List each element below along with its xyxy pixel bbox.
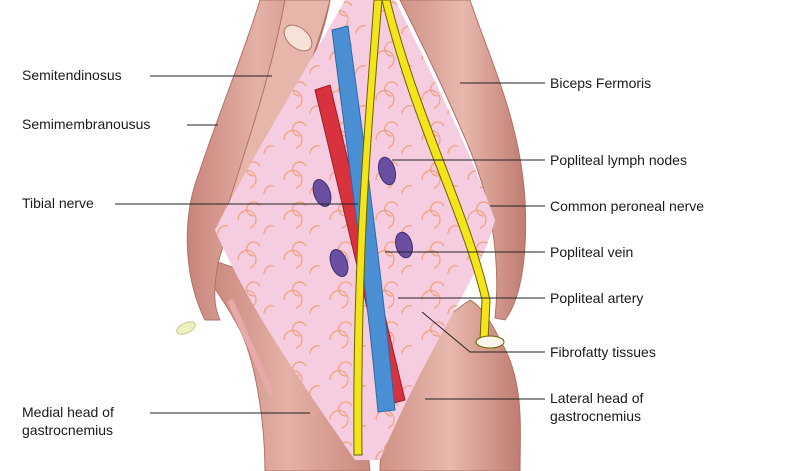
label-popliteal-lymph-nodes: Popliteal lymph nodes bbox=[550, 152, 687, 168]
label-semimembranosus: Semimembranousus bbox=[22, 116, 151, 132]
biceps-femoris-shape bbox=[399, 0, 527, 321]
label-medial-head-line2: gastrocnemius bbox=[22, 422, 114, 438]
label-popliteal-artery: Popliteal artery bbox=[550, 290, 644, 306]
label-fibrofatty-tissues: Fibrofatty tissues bbox=[550, 344, 656, 360]
label-biceps-femoris: Biceps Fermoris bbox=[550, 75, 652, 91]
semitendinosus-cut-end bbox=[283, 24, 313, 52]
label-medial-head-line1: Medial head of bbox=[22, 404, 114, 420]
label-semitendinosus: Semitendinosus bbox=[22, 67, 122, 83]
label-lateral-head-line2: gastrocnemius bbox=[550, 408, 642, 424]
leader-fibrofatty bbox=[421, 311, 545, 353]
lymph-node-3 bbox=[395, 231, 413, 259]
label-popliteal-vein: Popliteal vein bbox=[550, 244, 634, 260]
label-common-peroneal-nerve: Common peroneal nerve bbox=[550, 198, 705, 214]
leader-lines bbox=[115, 75, 545, 414]
tibial-nerve-shape bbox=[353, 0, 383, 456]
label-lateral-head-line1: Lateral head of bbox=[550, 390, 644, 406]
lymph-node-4 bbox=[329, 249, 349, 277]
label-tibial-nerve: Tibial nerve bbox=[22, 195, 94, 211]
lymph-node-1 bbox=[312, 179, 332, 207]
lymph-node-2 bbox=[377, 156, 397, 186]
